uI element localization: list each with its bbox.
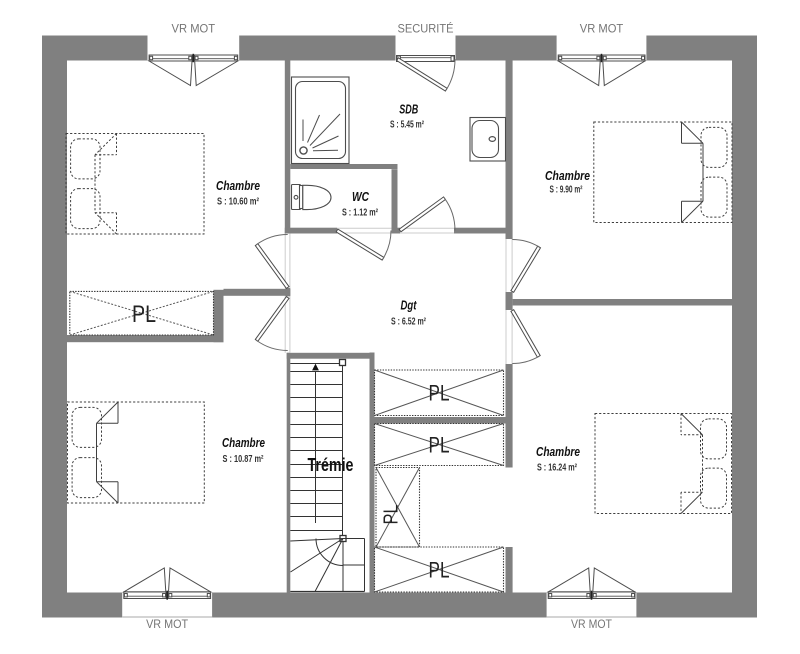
svg-text:Chambre: Chambre	[222, 436, 265, 450]
svg-text:Dgt: Dgt	[401, 299, 418, 313]
svg-text:VR MOT: VR MOT	[172, 24, 216, 36]
svg-text:S : 10.87 m²: S : 10.87 m²	[223, 453, 264, 465]
svg-text:VR MOT: VR MOT	[580, 24, 624, 36]
svg-text:Chambre: Chambre	[545, 169, 590, 183]
svg-text:S : 5.45 m²: S : 5.45 m²	[390, 119, 424, 131]
svg-text:S : 10.60 m²: S : 10.60 m²	[217, 196, 259, 208]
svg-text:PL: PL	[381, 504, 403, 524]
svg-text:Chambre: Chambre	[536, 445, 580, 459]
svg-text:Chambre: Chambre	[216, 179, 260, 193]
svg-text:PL: PL	[429, 432, 450, 457]
svg-text:PL: PL	[429, 381, 450, 406]
svg-text:SECURITÉ: SECURITÉ	[398, 23, 454, 36]
svg-text:S : 1.12 m²: S : 1.12 m²	[342, 207, 378, 219]
svg-text:VR MOT: VR MOT	[146, 619, 188, 631]
svg-text:S : 6.52 m²: S : 6.52 m²	[391, 316, 426, 328]
svg-text:PL: PL	[429, 557, 450, 582]
svg-text:Trémie: Trémie	[308, 455, 354, 475]
svg-text:S : 16.24 m²: S : 16.24 m²	[537, 462, 577, 474]
svg-text:WC: WC	[352, 190, 370, 204]
svg-text:SDB: SDB	[399, 103, 418, 117]
svg-text:PL: PL	[132, 301, 156, 328]
svg-text:VR MOT: VR MOT	[571, 619, 612, 631]
svg-text:S : 9.90 m²: S : 9.90 m²	[550, 184, 583, 196]
